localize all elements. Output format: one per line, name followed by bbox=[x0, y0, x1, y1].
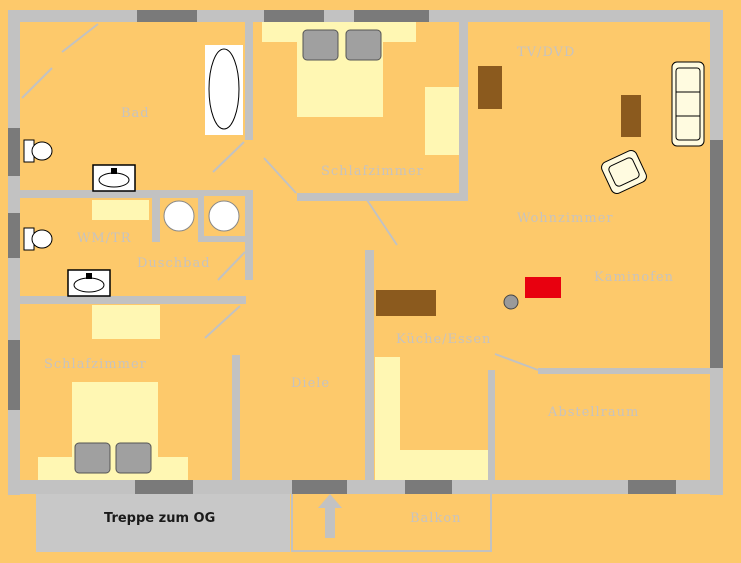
room-label-wmtr: WM/TR bbox=[77, 231, 132, 246]
armchair-icon bbox=[601, 150, 647, 194]
entrance-arrow-icon bbox=[318, 494, 342, 538]
windows bbox=[8, 10, 723, 494]
bathtub bbox=[205, 45, 243, 135]
room-label-balkon: Balkon bbox=[410, 511, 462, 526]
door-lines bbox=[21, 23, 539, 371]
room-label-duschbad: Duschbad bbox=[137, 256, 211, 271]
room-label-bad: Bad bbox=[121, 106, 150, 121]
stairs-label: Treppe zum OG bbox=[104, 511, 216, 526]
sink-icon bbox=[67, 269, 111, 297]
stairs-area bbox=[36, 494, 290, 552]
pillows bbox=[74, 29, 382, 474]
room-label-schlafzimmer-bottom: Schlafzimmer bbox=[44, 357, 147, 372]
room-label-tv: TV/DVD bbox=[517, 45, 576, 60]
room-label-wohnzimmer: Wohnzimmer bbox=[517, 211, 614, 226]
balcony-outline bbox=[291, 494, 492, 552]
toilet-icon bbox=[23, 139, 53, 163]
room-label-kueche: Küche/Essen bbox=[396, 332, 492, 347]
cabinets bbox=[376, 66, 641, 316]
toilet-icon bbox=[23, 227, 53, 251]
interior-walls bbox=[20, 22, 710, 480]
room-label-schlafzimmer-top: Schlafzimmer bbox=[321, 164, 424, 179]
sink-icon bbox=[92, 164, 136, 192]
room-label-kaminofen: Kaminofen bbox=[594, 270, 675, 285]
sofa-icon bbox=[671, 61, 705, 147]
room-label-abstellraum: Abstellraum bbox=[548, 405, 640, 420]
kaminofen-stove bbox=[525, 277, 561, 298]
room-label-diele: Diele bbox=[291, 376, 331, 391]
chimney-icon bbox=[503, 294, 519, 310]
washer-icon bbox=[163, 200, 240, 232]
